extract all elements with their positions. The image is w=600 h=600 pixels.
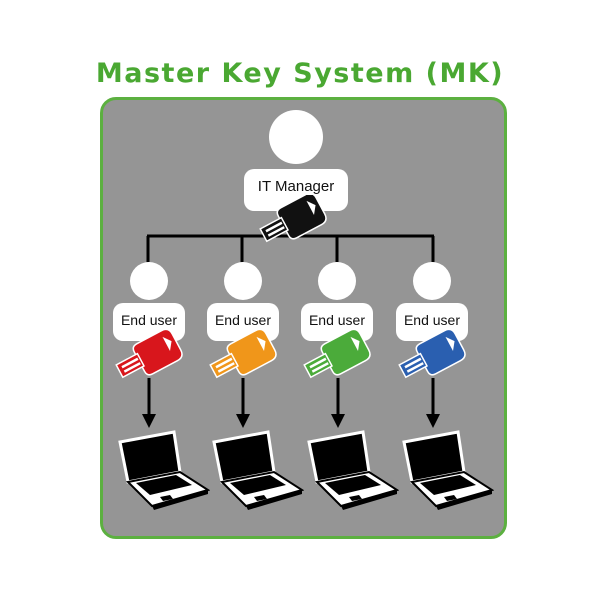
arrow-head [236, 414, 250, 428]
diagram-title: Master Key System (MK) [95, 58, 505, 89]
user-avatar [224, 262, 262, 300]
laptop-icon [212, 430, 304, 510]
blue-key-icon [398, 330, 466, 379]
master-key-icon [259, 195, 327, 243]
orange-key-icon [209, 330, 277, 379]
arrow-head [142, 414, 156, 428]
green-key-icon [303, 330, 371, 379]
arrow-head [331, 414, 345, 428]
laptop-icon [402, 430, 494, 510]
laptop-icon [118, 430, 210, 510]
user-avatar [318, 262, 356, 300]
manager-avatar [269, 110, 323, 164]
laptop-icon [307, 430, 399, 510]
user-avatar [130, 262, 168, 300]
arrow-head [426, 414, 440, 428]
user-avatar [413, 262, 451, 300]
red-key-icon [115, 330, 183, 379]
